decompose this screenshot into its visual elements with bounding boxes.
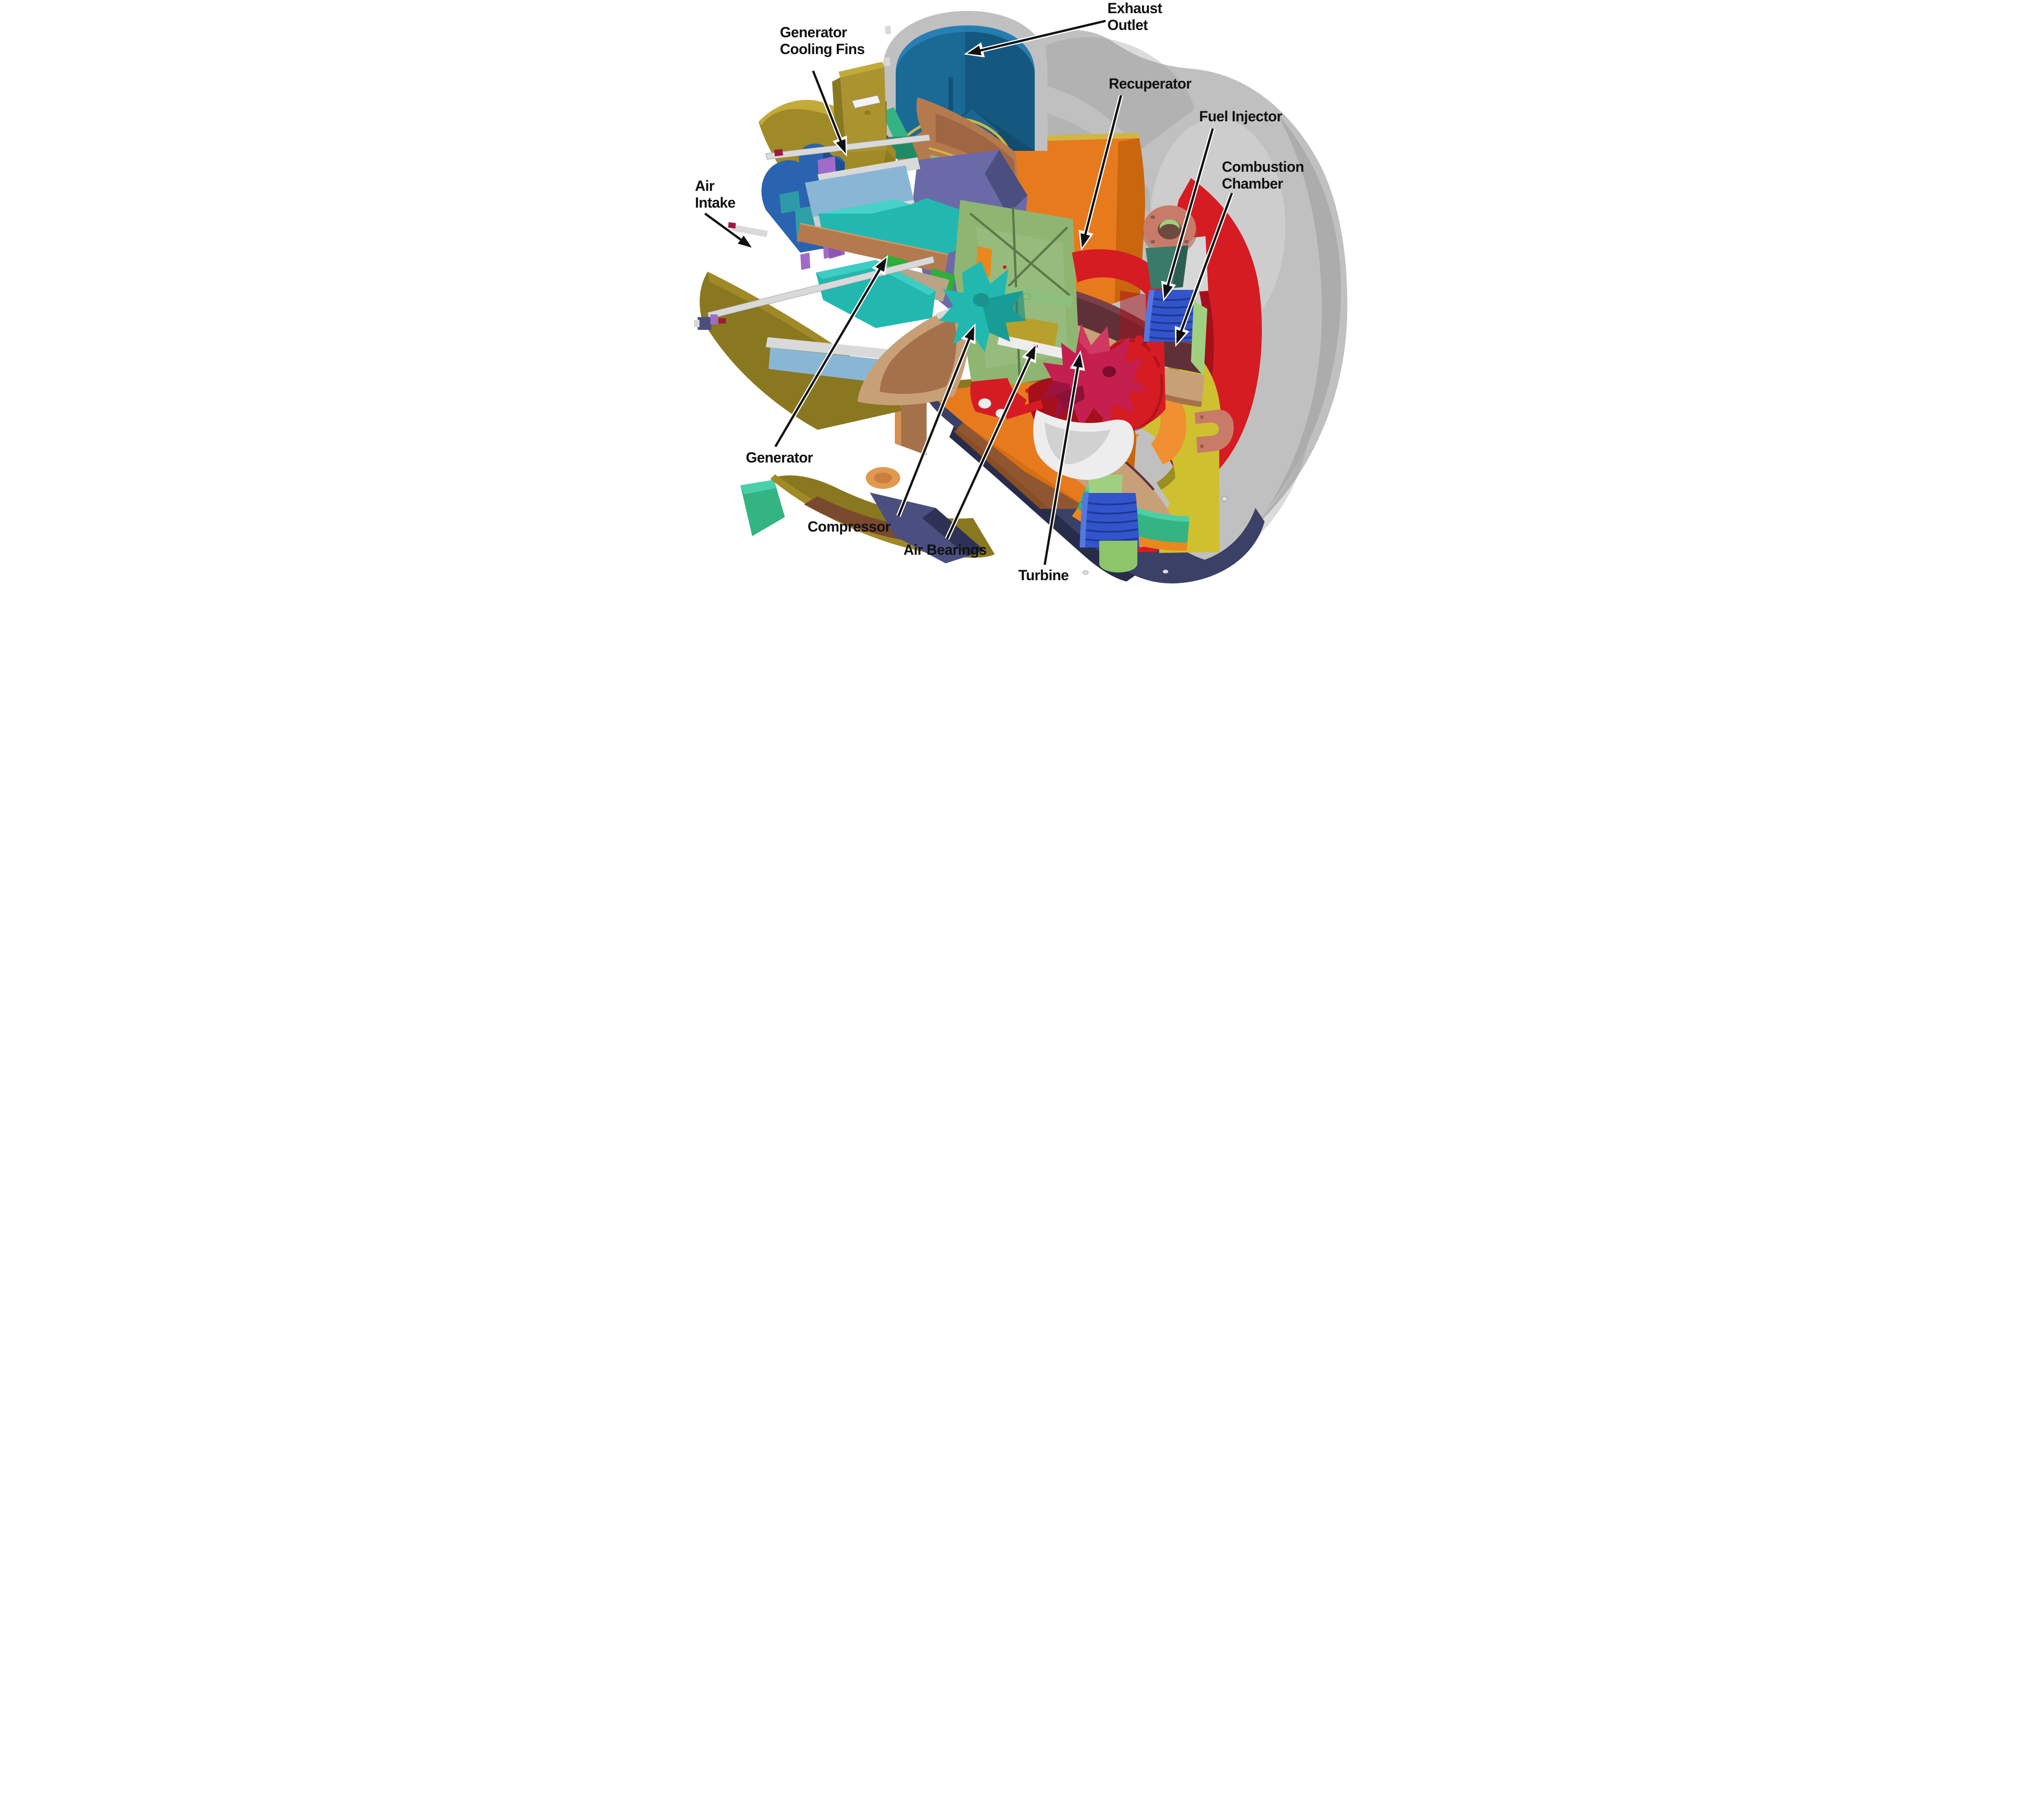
label-generator-cooling-fins: Generator Cooling Fins	[780, 24, 865, 58]
label-line: Turbine	[1018, 567, 1069, 583]
fuel-injector-lower	[1072, 475, 1189, 572]
label-line: Combustion	[1222, 159, 1304, 175]
turbine-wheel	[1041, 323, 1164, 431]
label-air-intake: Air Intake	[695, 178, 735, 211]
label-exhaust-outlet: Exhaust Outlet	[1107, 0, 1162, 34]
label-line: Compressor	[808, 518, 891, 535]
label-line: Chamber	[1222, 175, 1283, 192]
label-line: Recuperator	[1109, 75, 1192, 92]
label-turbine: Turbine	[1018, 567, 1069, 584]
label-compressor: Compressor	[808, 518, 891, 535]
label-line: Air	[695, 178, 714, 194]
label-air-bearings: Air Bearings	[903, 542, 987, 558]
label-line: Cooling Fins	[780, 41, 865, 57]
label-line: Air Bearings	[903, 542, 987, 558]
diagram-stage: Exhaust Outlet Generator Cooling Fins Re…	[681, 0, 1363, 605]
label-recuperator: Recuperator	[1109, 75, 1192, 92]
label-line: Fuel Injector	[1199, 108, 1282, 124]
label-line: Generator	[780, 24, 847, 40]
label-combustion-chamber: Combustion Chamber	[1222, 159, 1304, 192]
label-line: Exhaust	[1107, 0, 1162, 16]
compressor-wheel	[939, 261, 1026, 352]
label-line: Outlet	[1107, 17, 1148, 33]
label-line: Generator	[746, 449, 813, 466]
label-line: Intake	[695, 194, 735, 211]
casing-screws	[1082, 177, 1233, 575]
engine-cutaway-illustration	[694, 11, 1348, 584]
label-fuel-injector: Fuel Injector	[1199, 108, 1282, 125]
label-generator: Generator	[746, 449, 813, 466]
